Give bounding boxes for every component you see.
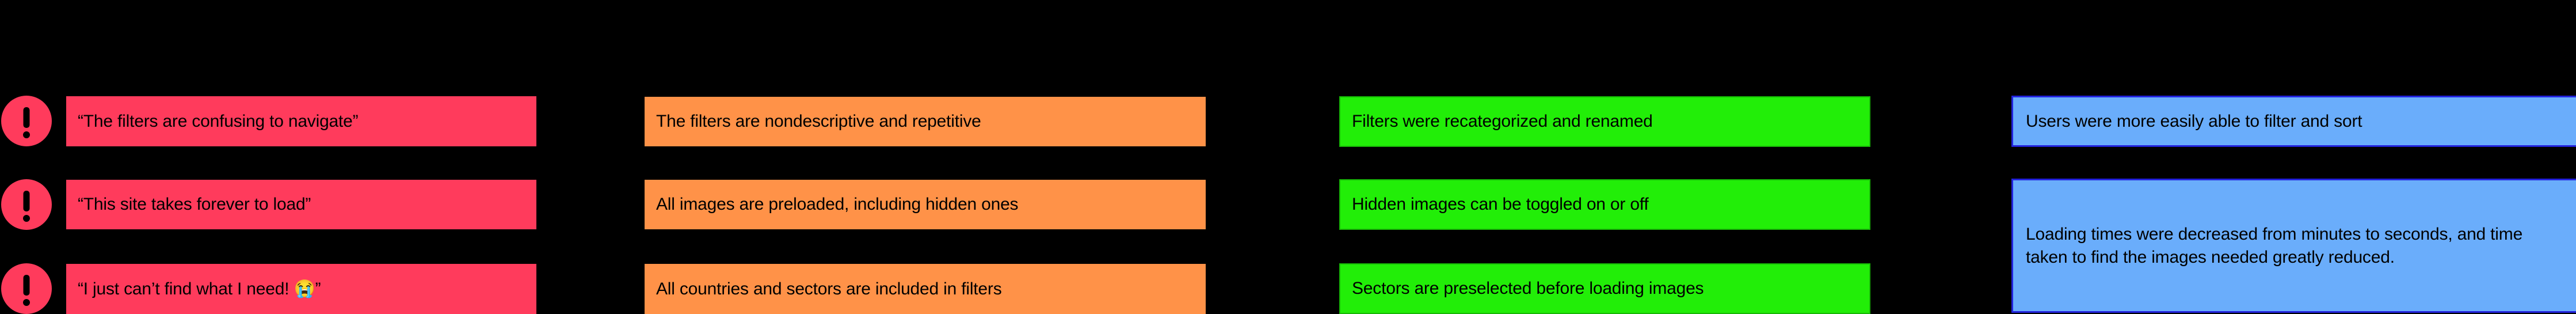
issue-text: All images are preloaded, including hidd… [656, 195, 1019, 214]
solution-card[interactable]: Hidden images can be toggled on or off [1339, 179, 1870, 230]
issue-card[interactable]: All images are preloaded, including hidd… [645, 180, 1206, 229]
issue-text: The filters are nondescriptive and repet… [656, 112, 981, 131]
issue-card[interactable]: The filters are nondescriptive and repet… [645, 97, 1206, 146]
issue-text: All countries and sectors are included i… [656, 279, 1002, 298]
outcome-text: Users were more easily able to filter an… [2026, 111, 2362, 131]
exclamation-circle-icon [1, 263, 52, 314]
exclamation-circle-icon [1, 96, 52, 146]
pain-point-card[interactable]: “The filters are confusing to navigate” [66, 96, 536, 146]
exclamation-stem [23, 191, 30, 211]
solution-text: Filters were recategorized and renamed [1352, 112, 1653, 131]
solution-card[interactable]: Sectors are preselected before loading i… [1339, 263, 1870, 314]
solution-card[interactable]: Filters were recategorized and renamed [1339, 96, 1870, 147]
pain-point-text: “I just can’t find what I need! 😭” [78, 279, 321, 298]
outcome-card[interactable]: Users were more easily able to filter an… [2011, 96, 2576, 147]
exclamation-stem [23, 107, 30, 128]
pain-point-card[interactable]: “I just can’t find what I need! 😭” [66, 264, 536, 314]
exclamation-dot [23, 131, 30, 138]
exclamation-dot [23, 299, 30, 306]
outcome-text: Loading times were decreased from minute… [2026, 224, 2523, 267]
outcome-card[interactable]: Loading times were decreased from minute… [2011, 179, 2576, 313]
exclamation-dot [23, 215, 30, 222]
exclamation-stem [23, 275, 30, 296]
exclamation-circle-icon [1, 179, 52, 230]
pain-point-card[interactable]: “This site takes forever to load” [66, 180, 536, 229]
pain-point-text: “This site takes forever to load” [78, 195, 311, 214]
solution-text: Sectors are preselected before loading i… [1352, 279, 1704, 298]
solution-text: Hidden images can be toggled on or off [1352, 195, 1649, 214]
issue-card[interactable]: All countries and sectors are included i… [645, 264, 1206, 314]
pain-point-text: “The filters are confusing to navigate” [78, 111, 359, 131]
